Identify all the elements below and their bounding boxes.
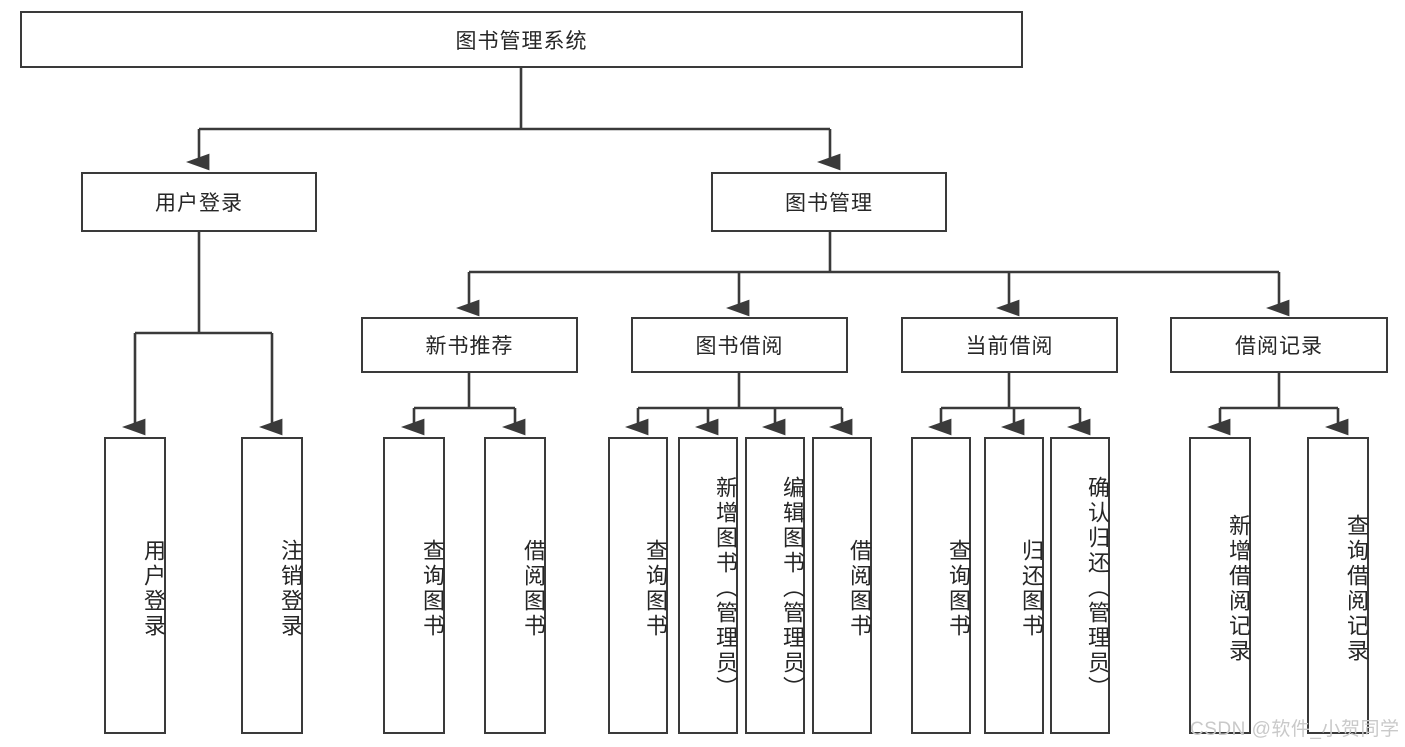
node-book-borrow[interactable]: 图书借阅 bbox=[631, 317, 848, 373]
leaf-label: 新增借阅记录 bbox=[1226, 513, 1251, 664]
leaf-label: 用户登录 bbox=[141, 538, 166, 639]
leaf-label: 查询图书 bbox=[420, 538, 445, 639]
watermark-text: CSDN @软件_小贺同学 bbox=[1190, 719, 1400, 740]
leaf-label: 编辑图书（管理员） bbox=[780, 476, 805, 701]
node-leaf-logout[interactable]: 注销登录 bbox=[241, 437, 303, 734]
node-leaf-borrow-book[interactable]: 借阅图书 bbox=[812, 437, 872, 734]
node-leaf-edit-book-admin[interactable]: 编辑图书（管理员） bbox=[745, 437, 805, 734]
node-leaf-query-book-current[interactable]: 查询图书 bbox=[911, 437, 971, 734]
node-book-management[interactable]: 图书管理 bbox=[711, 172, 947, 232]
node-current-borrow[interactable]: 当前借阅 bbox=[901, 317, 1118, 373]
node-leaf-query-book[interactable]: 查询图书 bbox=[608, 437, 668, 734]
leaf-label: 注销登录 bbox=[278, 538, 303, 639]
node-leaf-query-borrow-record[interactable]: 查询借阅记录 bbox=[1307, 437, 1369, 734]
leaf-label: 归还图书 bbox=[1019, 538, 1044, 639]
leaf-label: 查询图书 bbox=[643, 538, 668, 639]
node-leaf-add-borrow-record[interactable]: 新增借阅记录 bbox=[1189, 437, 1251, 734]
leaf-label: 新增图书（管理员） bbox=[713, 476, 738, 701]
leaf-label: 确认归还（管理员） bbox=[1085, 476, 1110, 701]
node-root-system[interactable]: 图书管理系统 bbox=[20, 11, 1023, 68]
node-leaf-confirm-return-admin[interactable]: 确认归还（管理员） bbox=[1050, 437, 1110, 734]
node-leaf-add-book-admin[interactable]: 新增图书（管理员） bbox=[678, 437, 738, 734]
leaf-label: 借阅图书 bbox=[521, 538, 546, 639]
node-leaf-user-login[interactable]: 用户登录 bbox=[104, 437, 166, 734]
node-leaf-borrow-book-rec[interactable]: 借阅图书 bbox=[484, 437, 546, 734]
leaf-label: 借阅图书 bbox=[847, 538, 872, 639]
node-borrow-record[interactable]: 借阅记录 bbox=[1170, 317, 1388, 373]
node-leaf-query-book-rec[interactable]: 查询图书 bbox=[383, 437, 445, 734]
node-leaf-return-book[interactable]: 归还图书 bbox=[984, 437, 1044, 734]
node-user-login[interactable]: 用户登录 bbox=[81, 172, 317, 232]
node-new-book-recommend[interactable]: 新书推荐 bbox=[361, 317, 578, 373]
leaf-label: 查询借阅记录 bbox=[1344, 513, 1369, 664]
leaf-label: 查询图书 bbox=[946, 538, 971, 639]
